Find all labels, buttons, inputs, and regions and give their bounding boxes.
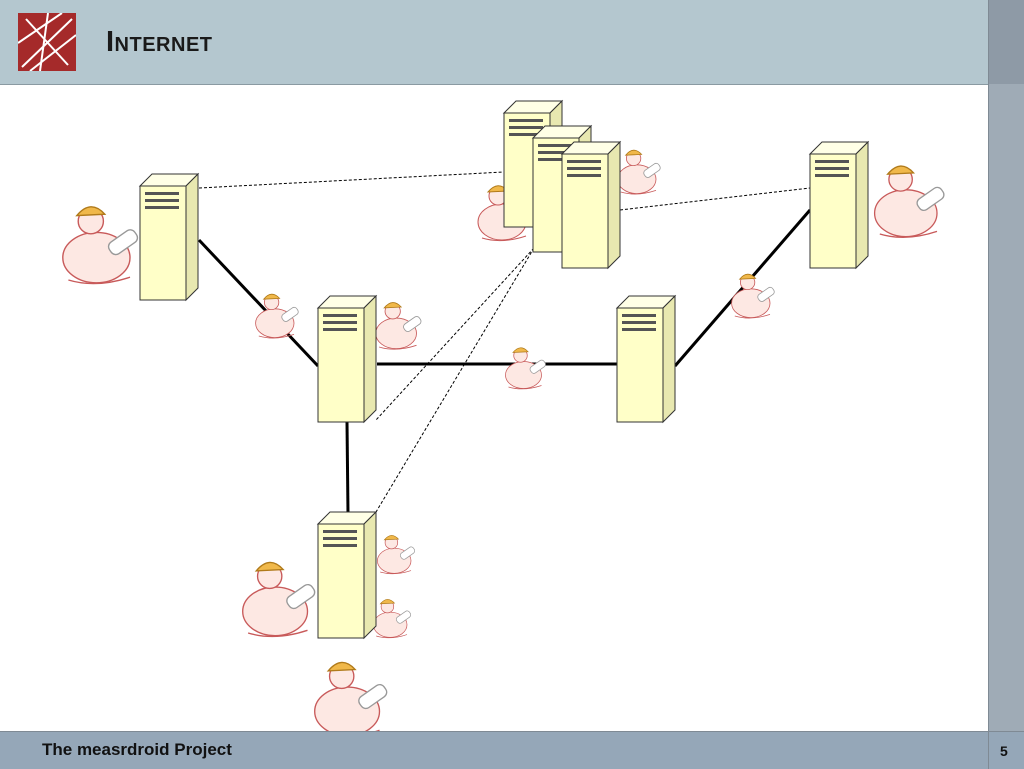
server-icon: [561, 141, 621, 269]
page-number: 5: [1000, 743, 1008, 759]
server-icon: [317, 295, 377, 423]
slide-footer: [0, 731, 988, 769]
engineer-icon: [255, 293, 300, 339]
page-number-box: [988, 731, 1024, 769]
logo-icon: [18, 13, 76, 71]
server-icon: [616, 295, 676, 423]
slide-header: [0, 0, 988, 85]
engineer-icon: [314, 661, 390, 731]
page-title: Internet: [106, 26, 213, 58]
engineer-icon: [373, 599, 413, 639]
engineer-icon: [375, 302, 423, 350]
engineer-icon: [242, 561, 318, 638]
network-diagram: [62, 100, 947, 731]
engineer-icon: [377, 535, 417, 575]
server-icon: [809, 141, 869, 269]
right-sidebar: [988, 0, 1024, 768]
server-icon: [317, 511, 377, 639]
footer-project-name: The measrdroid Project: [42, 740, 232, 759]
engineer-icon: [731, 273, 776, 319]
engineer-icon: [505, 347, 548, 390]
engineer-icon: [873, 165, 947, 238]
engineer-icon: [617, 149, 662, 195]
server-icon: [139, 173, 199, 301]
engineer-icon: [62, 206, 141, 285]
